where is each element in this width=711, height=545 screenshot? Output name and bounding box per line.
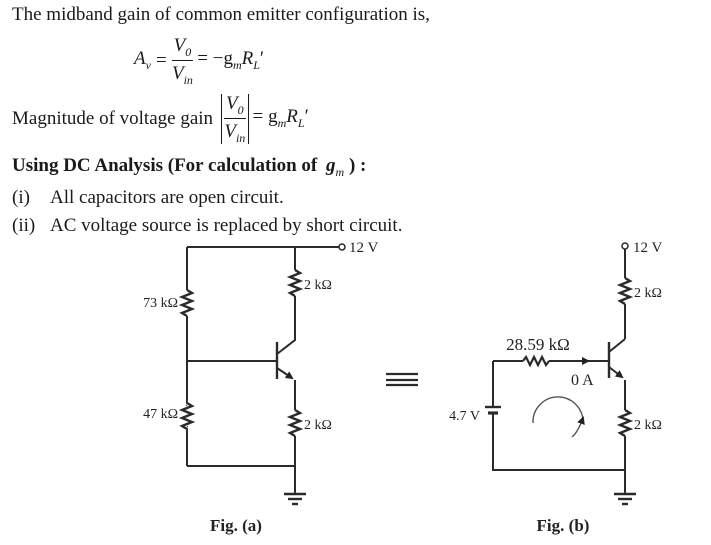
fig-b-re-resistor <box>616 408 634 438</box>
fig-a-circuit <box>176 243 346 506</box>
fig-b-rth-label: 28.59 kΩ <box>506 335 570 354</box>
fig-b-rth-resistor <box>522 354 550 368</box>
fig-a-supply-terminal <box>338 243 346 251</box>
fig-b-supply-label: 12 V <box>633 240 662 256</box>
eq1-rhs: = −gmRL′ <box>197 48 265 73</box>
fig-b-circuit <box>485 242 636 506</box>
magnitude-equation: Magnitude of voltage gain V0 Vin = gmRL′ <box>12 94 309 144</box>
fig-b-vth-label: 4.7 V <box>449 409 480 424</box>
fig-b-rc-label: 2 kΩ <box>634 286 662 301</box>
fig-a-r2-label: 47 kΩ <box>143 407 178 422</box>
fig-b-loop-arrow-icon <box>571 416 585 438</box>
fig-b-caption: Fig. (b) <box>537 516 590 535</box>
fig-a-r2-resistor <box>178 401 196 431</box>
fig-a-rc-resistor <box>286 268 304 298</box>
eq1-lhs: Av <box>134 48 151 73</box>
fig-a-re-label: 2 kΩ <box>304 418 332 433</box>
intro-line: The midband gain of common emitter confi… <box>12 4 430 25</box>
gain-equation: Av = V0 Vin = −gmRL′ <box>134 36 264 86</box>
list-item: (i)All capacitors are open circuit. <box>12 187 284 208</box>
eq1-fraction: V0 Vin <box>171 35 194 87</box>
fig-b-rc-resistor <box>616 276 634 306</box>
dc-analysis-heading: Using DC Analysis (For calculation of gm… <box>12 155 367 179</box>
fig-a-caption: Fig. (a) <box>210 516 262 535</box>
fig-a-re-resistor <box>286 408 304 438</box>
fig-a-r1-label: 73 kΩ <box>143 296 178 311</box>
eq2-abs: V0 Vin <box>221 94 249 144</box>
fig-b-base-current-label: 0 A <box>571 372 594 389</box>
equivalence-icon <box>386 372 418 387</box>
fig-a-emitter-arrow <box>276 367 294 380</box>
magnitude-label: Magnitude of voltage gain <box>12 107 214 129</box>
list-item: (ii)AC voltage source is replaced by sho… <box>12 215 403 236</box>
eq2-rhs: = gmRL′ <box>252 106 309 131</box>
fig-b-supply-terminal <box>621 242 629 250</box>
eq1-equals: = <box>155 49 167 71</box>
fig-b-emitter-arrow <box>608 366 624 379</box>
fig-a-supply-label: 12 V <box>349 240 378 256</box>
fig-a-ground-icon <box>284 492 306 506</box>
fig-b-re-label: 2 kΩ <box>634 418 662 433</box>
fig-a-rc-label: 2 kΩ <box>304 278 332 293</box>
fig-a-r1-resistor <box>178 288 196 318</box>
fig-b-ground-icon <box>614 492 636 506</box>
fig-b-loop-arc <box>532 396 584 424</box>
